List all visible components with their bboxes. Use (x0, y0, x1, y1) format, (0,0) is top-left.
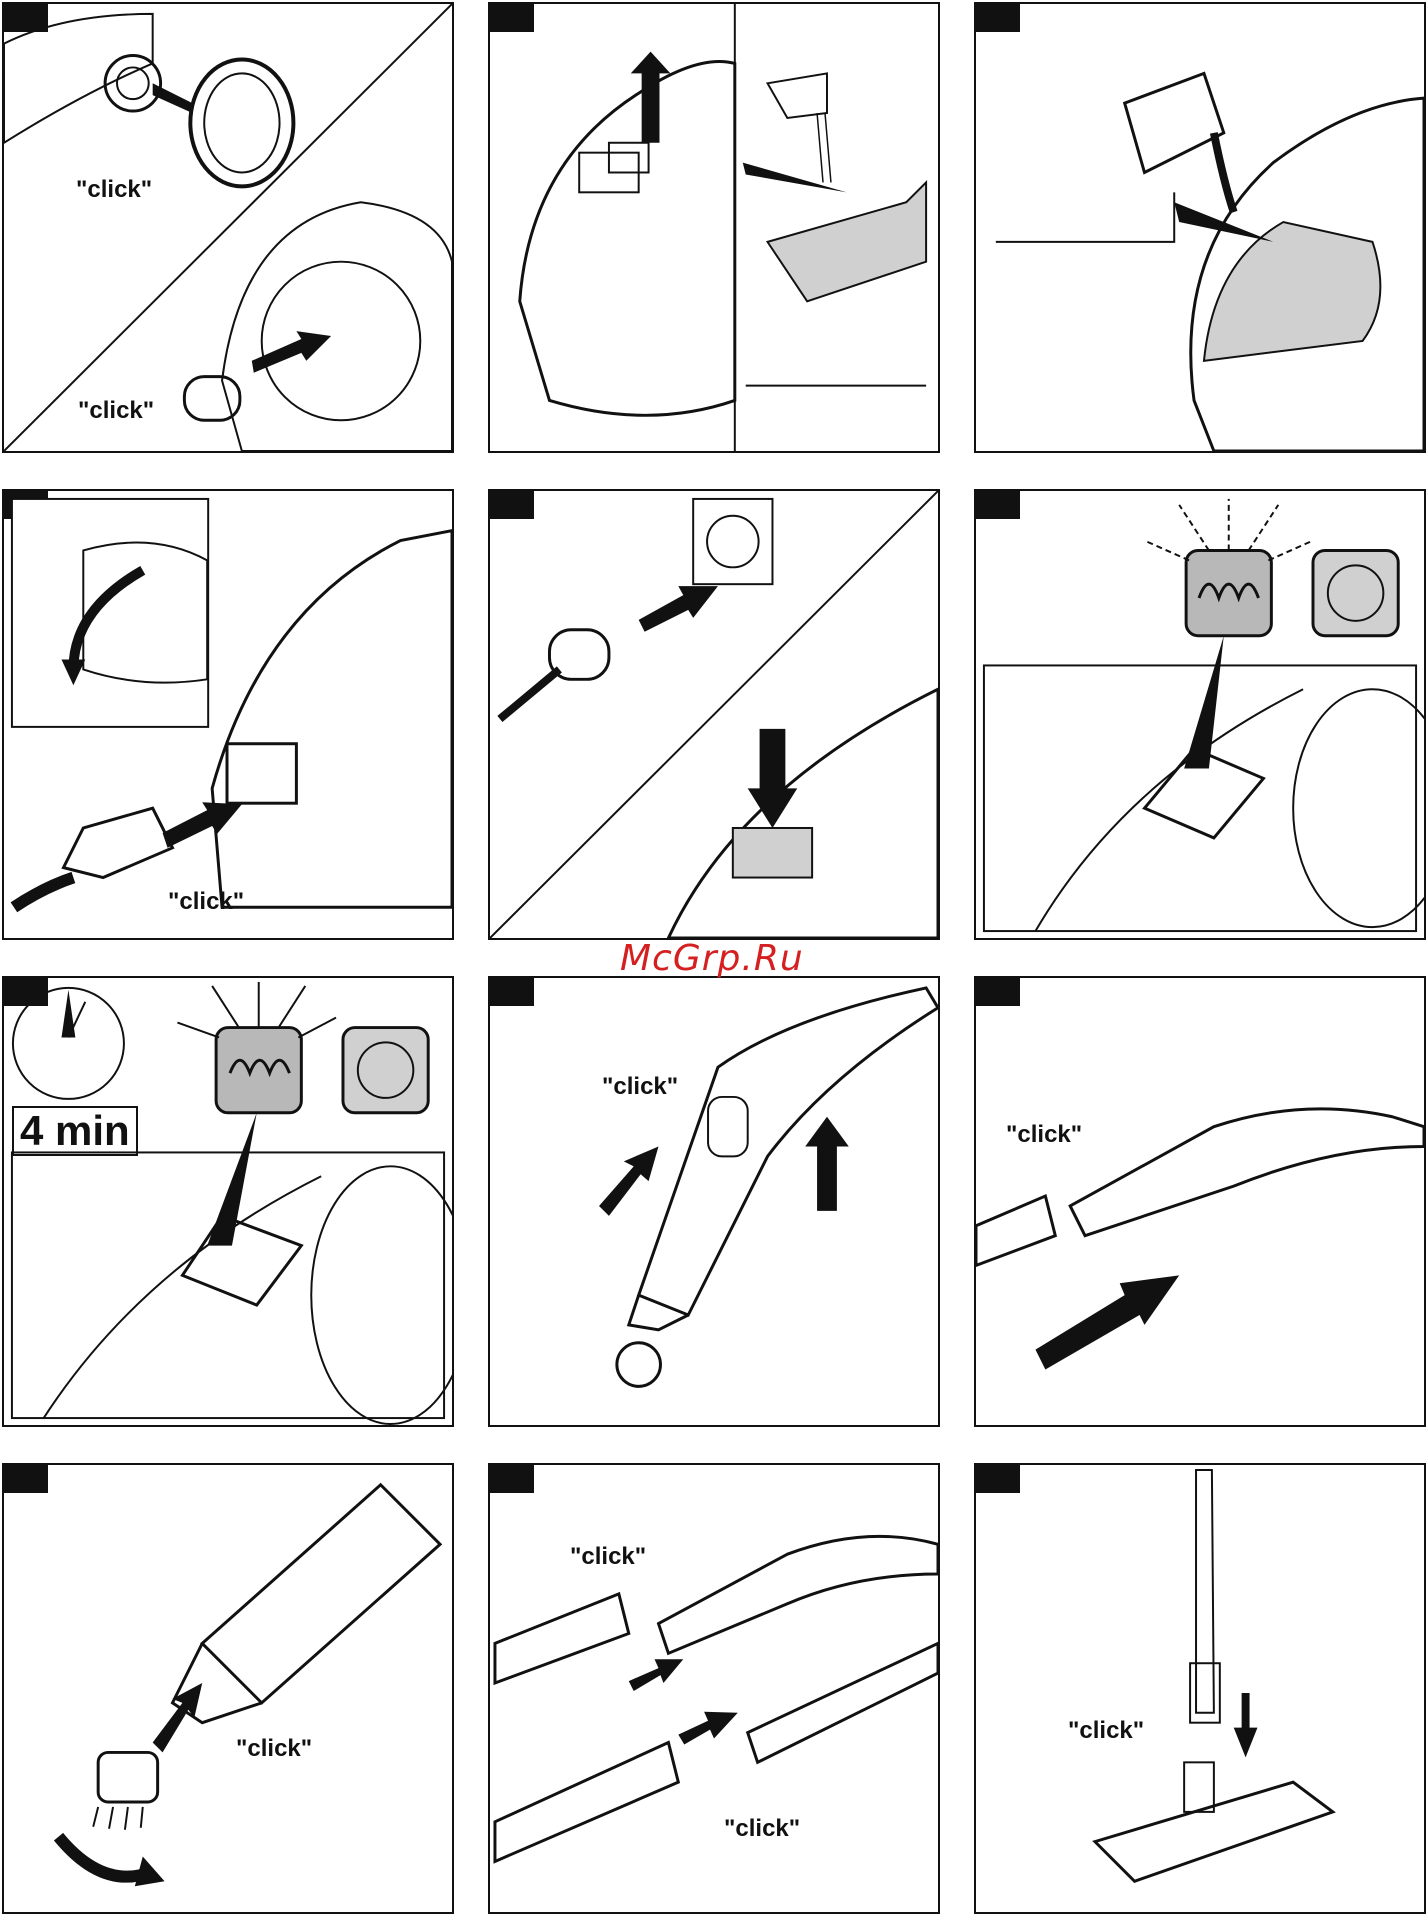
hose-connect-illustration (4, 491, 452, 938)
panel-3 (974, 2, 1426, 453)
floor-nozzle-attach-illustration (976, 1465, 1424, 1912)
click-callout: "click" (1006, 1121, 1082, 1149)
panel-5 (488, 489, 940, 940)
panel-10: "click" (2, 1463, 454, 1914)
heating-indicator-illustration (976, 491, 1424, 938)
hand-nozzle-attach-illustration (490, 978, 938, 1425)
panel-2 (488, 2, 940, 453)
pour-water-illustration (976, 4, 1424, 451)
water-tank-fill-illustration (490, 4, 938, 451)
click-callout: "click" (602, 1073, 678, 1101)
wait-timer-illustration (4, 978, 452, 1425)
panel-8: "click" (488, 976, 940, 1427)
panel-9: "click" (974, 976, 1426, 1427)
round-brush-attach-illustration (4, 1465, 452, 1912)
click-callout: "click" (168, 888, 244, 916)
panel-1: "click" "click" (2, 2, 454, 453)
click-callout: "click" (724, 1815, 800, 1843)
click-callout: "click" (236, 1735, 312, 1763)
click-callout: "click" (570, 1543, 646, 1571)
panel-6 (974, 489, 1426, 940)
click-callout: "click" (1068, 1717, 1144, 1745)
panel-11: "click" "click" (488, 1463, 940, 1914)
click-callout: "click" (78, 397, 154, 425)
click-callout: "click" (76, 176, 152, 204)
panel-7: 4 min (2, 976, 454, 1427)
watermark: McGrp.Ru (620, 938, 804, 979)
tube-sections-connect-illustration (490, 1465, 938, 1912)
timer-label: 4 min (12, 1106, 138, 1156)
panel-4: "click" (2, 489, 454, 940)
panel-12: "click" (974, 1463, 1426, 1914)
cap-install-illustration (4, 4, 452, 451)
plug-in-power-illustration (490, 491, 938, 938)
extension-tube-attach-illustration (976, 978, 1424, 1425)
